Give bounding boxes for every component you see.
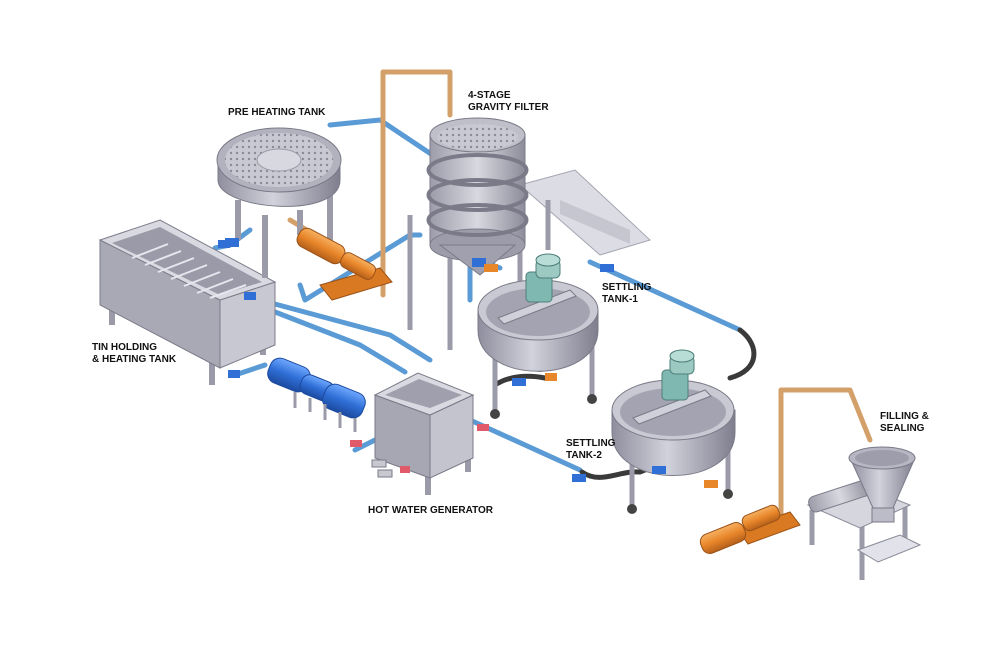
label-tin-holding-line2: & HEATING TANK <box>92 354 177 365</box>
hwg-hot-valve <box>400 466 410 473</box>
label-settling-tank-2-line1: SETTLING <box>566 438 616 449</box>
caster-wheel <box>587 394 597 404</box>
black-hoses <box>492 327 757 480</box>
filter-outlet-valve <box>472 258 486 267</box>
transfer-pump-1 <box>296 227 393 301</box>
caster-wheel <box>723 489 733 499</box>
hose-settling1-to-settling2 <box>727 327 757 381</box>
label-hot-water-generator: HOT WATER GENERATOR <box>368 505 493 516</box>
label-gravity-filter-line2: GRAVITY FILTER <box>468 102 549 113</box>
settling-tank-2 <box>611 349 736 514</box>
hose-settling1-drain <box>492 373 548 388</box>
copper-pipe-pump2-to-filler <box>778 387 873 523</box>
pipe-tin-to-hotwater <box>257 297 433 363</box>
pre-heating-tank <box>216 127 342 278</box>
label-filling-sealing-line1: FILLING & <box>880 411 929 422</box>
four-stage-gravity-filter <box>407 117 651 350</box>
filling-sealing-machine <box>806 446 922 580</box>
pipe-valves <box>512 264 666 482</box>
tin-tank-valve <box>218 240 230 248</box>
preheat-outlet-valve <box>225 238 239 247</box>
label-tin-holding-line1: TIN HOLDING <box>92 342 157 353</box>
settling1-agitator-motor <box>525 253 561 303</box>
transfer-pump-2 <box>699 504 801 554</box>
label-settling-tank-1-line1: SETTLING <box>602 282 652 293</box>
tin-tank-side-valve <box>244 292 256 300</box>
label-gravity-filter-line1: 4-STAGE <box>468 90 511 101</box>
hot-water-generator <box>350 372 489 495</box>
label-filling-sealing-line2: SEALING <box>880 423 925 434</box>
hwg-outlet-pipe <box>371 459 387 468</box>
blue-heater-unit <box>267 357 366 432</box>
settling-tank-1 <box>477 253 599 419</box>
label-pre-heating-tank: PRE HEATING TANK <box>228 107 326 118</box>
tin-holding-heating-tank <box>98 219 277 385</box>
tin-tank-outlet-valve <box>228 370 240 378</box>
filter-fitting <box>484 264 498 272</box>
pipe-settling1-to-settling2 <box>587 259 743 333</box>
pipe-preheat-to-filter <box>327 117 443 163</box>
heating-coils <box>131 243 247 299</box>
label-settling-tank-2-line2: TANK-2 <box>566 450 602 461</box>
settling1-outlet-fitting <box>545 373 557 381</box>
copper-pipe-pump1-to-filter <box>380 69 453 298</box>
pipe-heater-inlet <box>352 437 378 453</box>
settling2-outlet-fitting <box>704 480 718 488</box>
label-settling-tank-1-line2: TANK-1 <box>602 294 638 305</box>
caster-wheel <box>490 409 500 419</box>
pipe-tin-lower <box>267 307 408 375</box>
can-tray <box>856 534 922 563</box>
hose-settling2-drain <box>579 465 653 480</box>
settling2-agitator-motor <box>661 349 695 401</box>
caster-wheel <box>627 504 637 514</box>
hwg-inlet-valve <box>350 440 362 447</box>
preheat-legs <box>235 195 333 278</box>
